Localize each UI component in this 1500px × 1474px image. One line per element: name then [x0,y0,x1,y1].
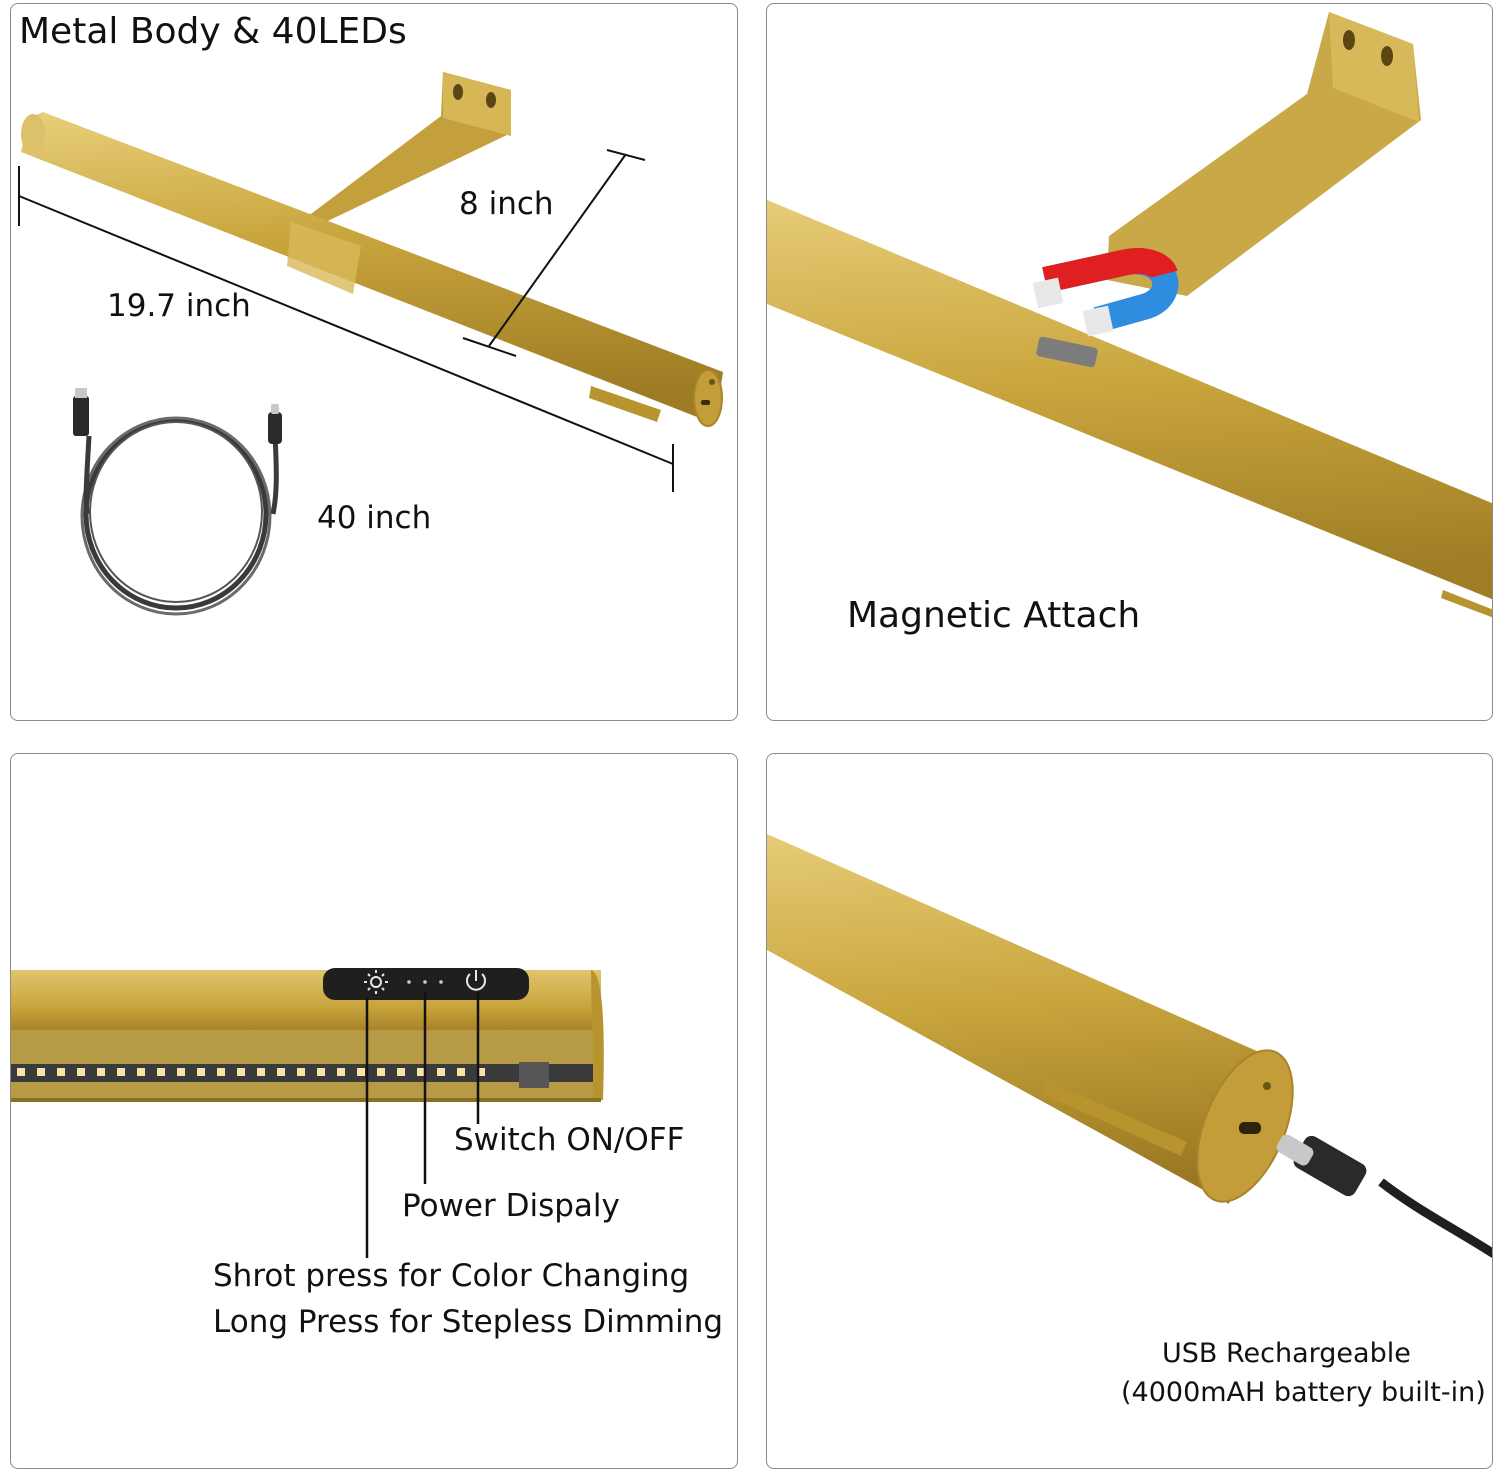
led-chips [17,1068,485,1076]
magnetic-attach-illustration [767,12,1492,618]
usb-charging-illustration [767,834,1492,1258]
wall-bracket [1107,12,1421,296]
control-buttons-illustration [11,968,604,1258]
magnet-sensor [1036,336,1098,368]
brightness-icon [364,970,388,994]
power-icon [466,970,486,991]
usb-caption-title: USB Rechargeable [1162,1338,1411,1369]
dimensions-panel: Metal Body & 40LEDs 8 inch 19.7 inch 40 … [10,3,738,721]
cable-length-label: 40 inch [317,500,432,536]
light-bar-dimensions-illustration [18,72,723,616]
switch-label: Switch ON/OFF [454,1122,685,1158]
power-display-label: Power Dispaly [402,1188,620,1224]
light-bar [767,834,1259,1204]
magnet-icon [1032,248,1179,337]
light-bar [21,112,723,427]
bracket-length-label: 8 inch [459,186,554,222]
dimension-lines [18,149,674,492]
usb-panel: USB Rechargeable (4000mAH battery built-… [766,753,1493,1469]
bar-length-label: 19.7 inch [107,288,251,324]
magnetic-caption: Magnetic Attach [847,595,1141,636]
magnetic-panel: Magnetic Attach [766,3,1493,721]
color-change-label: Shrot press for Color Changing [213,1258,690,1294]
wall-bracket [295,72,511,230]
dimming-label: Long Press for Stepless Dimming [213,1304,724,1340]
usb-c-plug-icon [1276,1134,1492,1258]
usb-c-port [1239,1122,1261,1134]
usb-cable-icon [73,388,282,616]
usb-caption-battery: (4000mAH battery built-in) [1121,1377,1486,1408]
controls-panel: Switch ON/OFF Power Dispaly Shrot press … [10,753,738,1469]
leader-lines [365,992,480,1258]
panel-title: Metal Body & 40LEDs [19,11,407,52]
light-bar [767,200,1492,600]
power-indicator-dots [407,980,443,984]
